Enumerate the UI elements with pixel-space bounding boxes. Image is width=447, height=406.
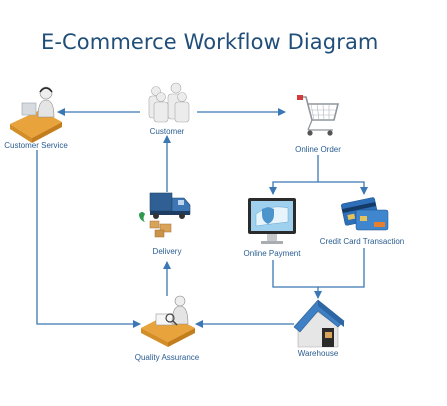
node-label-delivery: Delivery <box>152 247 182 256</box>
connector-service-to-qa <box>36 150 141 328</box>
delivery-truck-icon <box>139 192 191 238</box>
connectors <box>36 108 368 328</box>
node-label-warehouse: Warehouse <box>297 349 339 358</box>
diagram-title: E-Commerce Workflow Diagram <box>41 30 379 54</box>
node-label-quality-assurance: Quality Assurance <box>134 353 200 362</box>
connector-payment-to-warehouse <box>272 260 322 299</box>
node-label-customer: Customer <box>149 127 185 136</box>
customer-service-icon <box>10 86 62 143</box>
node-label-credit-card-transaction: Credit Card Transaction <box>319 237 405 246</box>
connector-order-to-creditcard <box>318 181 368 195</box>
shopping-cart-icon <box>297 95 340 136</box>
connector-order-to-payment <box>269 155 319 195</box>
node-label-customer-service: Customer Service <box>4 141 68 150</box>
quality-assurance-icon <box>141 295 195 347</box>
online-payment-icon <box>248 198 296 244</box>
node-label-online-payment: Online Payment <box>243 249 301 258</box>
customer-icon <box>148 82 190 123</box>
node-label-online-order: Online Order <box>295 145 341 154</box>
warehouse-icon <box>293 299 345 348</box>
credit-card-icon <box>341 197 389 231</box>
connector-creditcard-to-warehouse <box>318 248 365 288</box>
